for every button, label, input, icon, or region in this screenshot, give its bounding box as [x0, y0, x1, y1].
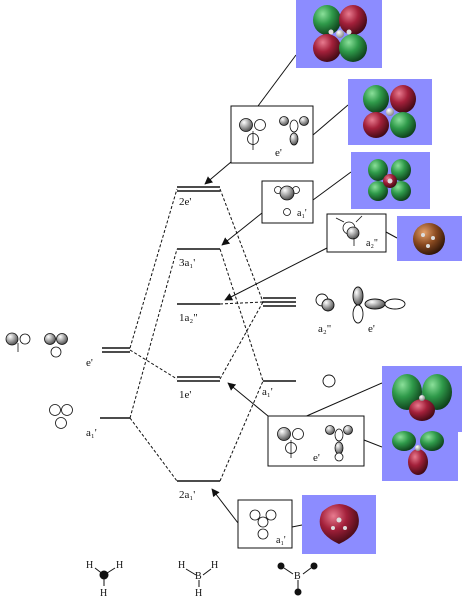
orbital-panel-2e-prime-b	[348, 79, 432, 145]
b-atom-label: B	[294, 571, 301, 582]
right-fragment: a₁' a₂" e'	[262, 286, 406, 398]
orbital-panel-1e-prime-a	[382, 366, 462, 432]
pz-orbital-sketch	[315, 293, 335, 312]
left-a1-prime-orbital	[49, 404, 73, 429]
h3-atom-h2: H	[116, 560, 123, 571]
orbital-panel-1e-prime-b	[382, 425, 458, 481]
h3-atom-h3: H	[100, 588, 107, 599]
box-a1-prime-lower: a₁'	[237, 499, 293, 549]
box-e-prime-lower: e'	[267, 415, 365, 467]
label-e-prime-right: e'	[368, 323, 375, 335]
left-fragment: e' a₁'	[5, 332, 130, 439]
box-e-prime-upper: e'	[230, 105, 314, 164]
bh3-atom-h3: H	[195, 588, 202, 599]
label-2e-prime: 2e'	[179, 196, 191, 208]
label-e-prime-left: e'	[86, 357, 93, 369]
orbital-panel-2e-prime-a	[296, 0, 382, 68]
orbital-panel-2a1-prime	[302, 495, 376, 554]
label-3a1-prime: 3a₁'	[179, 257, 195, 269]
box5-label: a₁'	[276, 535, 286, 546]
py-orbital-sketch	[352, 286, 364, 324]
box3-label: a₂"	[366, 238, 378, 249]
bh3-atom-h2: H	[211, 560, 218, 571]
s-orbital-sketch	[322, 374, 336, 388]
box-a2-dprime: a₂"	[326, 213, 387, 253]
bh3-atom-b: B	[195, 571, 202, 582]
left-e-prime-orbital-1	[5, 332, 31, 352]
bh3-structure: H B H H	[178, 560, 218, 599]
center-mo-levels: 2e' 3a₁' 1a₂" 1e' 2a₁'	[177, 186, 220, 501]
box4-label: e'	[313, 452, 320, 464]
label-a1-prime-left: a₁'	[86, 427, 97, 439]
px-orbital-sketch	[364, 298, 406, 310]
h3-atom-h1: H	[86, 560, 93, 571]
h3-structure: H H H	[86, 560, 123, 599]
label-a1-prime-right: a₁'	[262, 386, 273, 398]
box1-label: e'	[275, 147, 282, 159]
b-structure: B	[277, 562, 318, 596]
label-2a1-prime: 2a₁'	[179, 489, 195, 501]
label-1a2-dprime: 1a₂"	[179, 312, 198, 324]
orbital-panel-1a2-dprime	[397, 216, 462, 261]
bh3-atom-h1: H	[178, 560, 185, 571]
left-e-prime-orbital-2	[44, 333, 68, 358]
panel-connectors	[257, 54, 398, 528]
correlation-lines	[129, 188, 264, 482]
box2-label: a₁'	[297, 208, 307, 219]
orbital-panel-3a1-prime	[351, 152, 430, 209]
box-a1-prime-upper: a₁'	[261, 180, 314, 224]
label-a2-dprime-right: a₂"	[318, 323, 331, 335]
arrows	[204, 161, 328, 524]
label-1e-prime: 1e'	[179, 389, 191, 401]
